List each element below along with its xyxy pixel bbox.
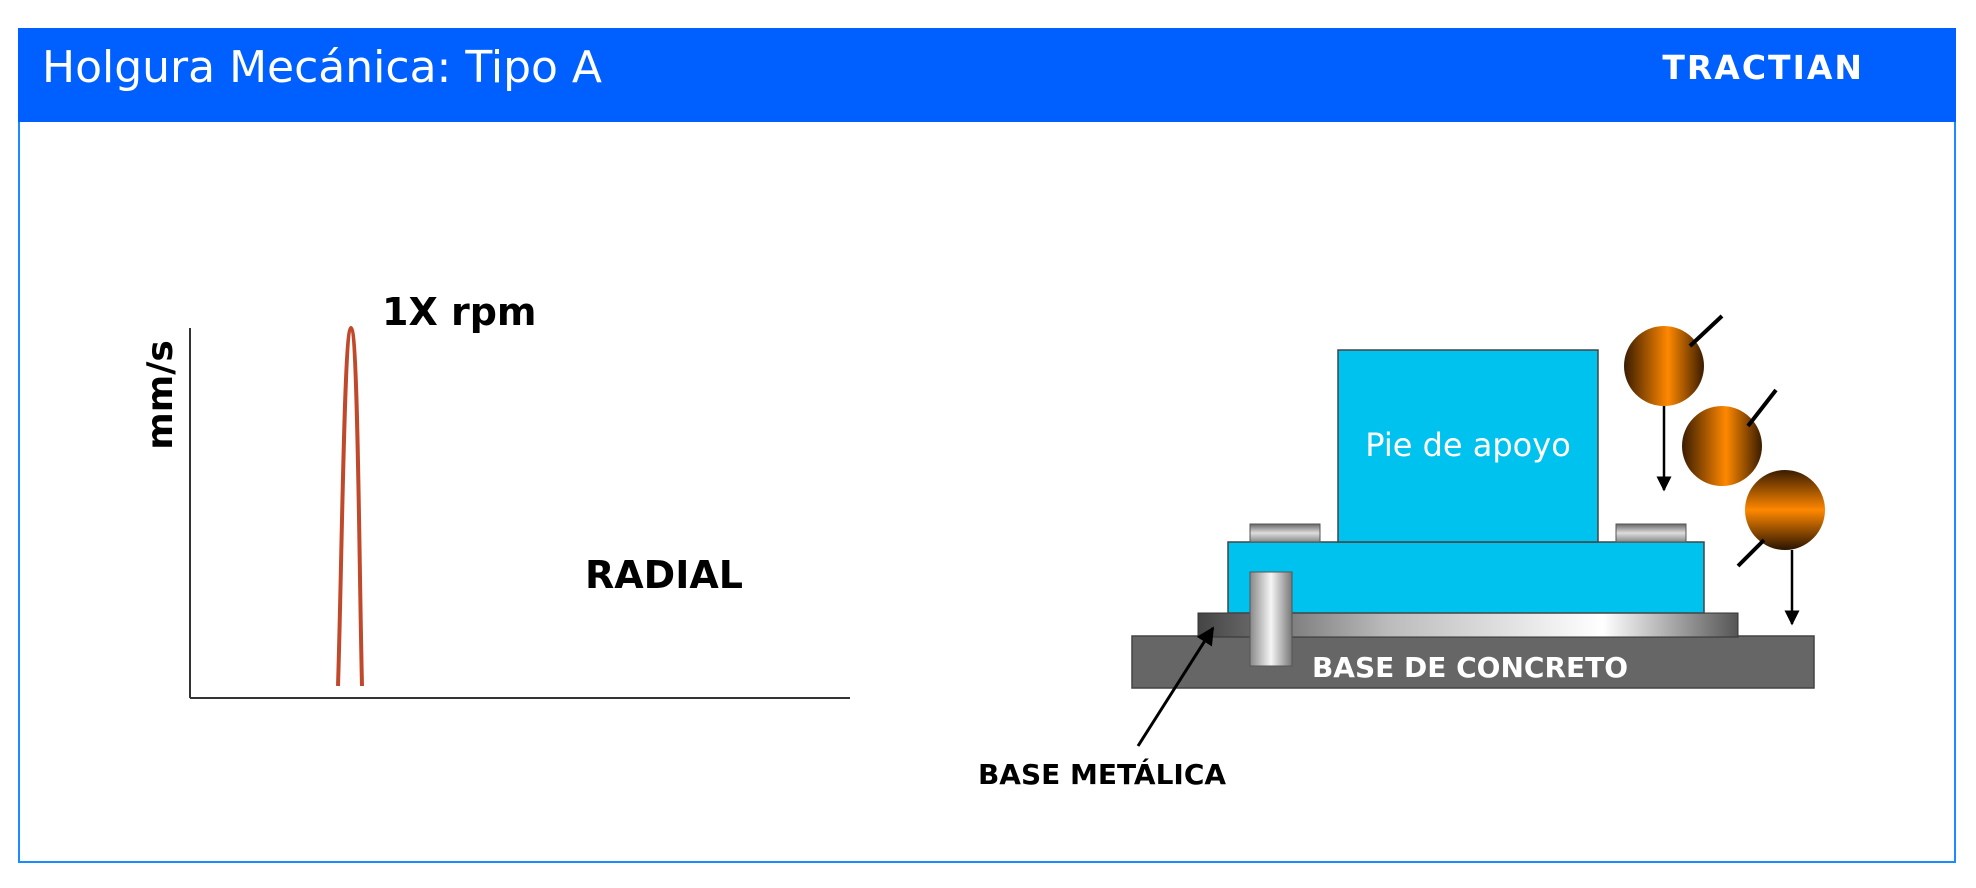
concrete-base	[1131, 635, 1815, 689]
direction-label: RADIAL	[585, 553, 743, 597]
brand-logo: TRACTIAN	[1662, 48, 1864, 87]
page-title: Holgura Mecánica: Tipo A	[42, 42, 603, 93]
peak-label: 1X rpm	[382, 290, 537, 334]
foot-lower-block	[1227, 541, 1705, 614]
bolt-cap-right	[1615, 523, 1687, 543]
weight-ball-2	[1682, 406, 1762, 486]
diagram-frame	[18, 28, 1956, 863]
concrete-label: BASE DE CONCRETO	[1312, 651, 1628, 684]
anchor-bolt	[1249, 571, 1293, 667]
motion-mark-3	[1736, 538, 1766, 568]
metal-base-label: BASE METÁLICA	[978, 757, 1226, 791]
machine-illustration: Pie de apoyo BASE DE CONCRETO BASE METÁL…	[978, 314, 1825, 791]
peak-1x-line	[336, 325, 364, 687]
foot-label: Pie de apoyo	[1365, 426, 1571, 464]
weight-ball-1	[1624, 326, 1704, 406]
motion-mark-1	[1688, 314, 1724, 348]
metal-base-pointer-arrow	[1136, 626, 1215, 747]
weight-ball-3	[1745, 470, 1825, 550]
foot-upper-block	[1337, 349, 1599, 543]
y-axis-label: mm/s	[140, 340, 181, 450]
header-bar: Holgura Mecánica: Tipo A TRACTIAN	[18, 28, 1956, 122]
motion-mark-2	[1746, 388, 1778, 428]
bolt-cap-left	[1249, 523, 1321, 543]
spectrum-plot: mm/s 1X rpm RADIAL	[140, 290, 850, 699]
